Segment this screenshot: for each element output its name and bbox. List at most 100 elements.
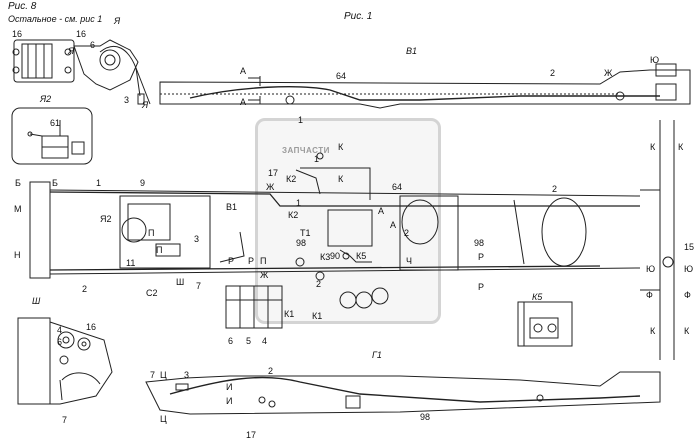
view-ya2-title: Я2 bbox=[40, 94, 52, 104]
section-mark-k: К bbox=[684, 326, 690, 336]
callout-16: 16 bbox=[12, 29, 23, 39]
section-mark-i: И bbox=[226, 396, 233, 406]
callout-9: 9 bbox=[140, 178, 146, 188]
callout-98: 98 bbox=[474, 238, 485, 248]
callout-64: 64 bbox=[392, 182, 403, 192]
callout-7: 7 bbox=[196, 281, 202, 291]
callout-1: 1 bbox=[314, 154, 320, 164]
section-mark-a: А bbox=[240, 97, 247, 107]
callout-1: 1 bbox=[296, 198, 302, 208]
view-sh-title: Ш bbox=[32, 296, 41, 306]
callout-16: 16 bbox=[86, 322, 97, 332]
section-ya-mark: Я bbox=[142, 100, 149, 110]
bottom-frame-rail bbox=[145, 371, 661, 415]
callout-4: 4 bbox=[262, 336, 268, 346]
top-frame-rail bbox=[159, 63, 691, 109]
section-mark-sh: Ш bbox=[176, 277, 185, 287]
section-mark-s2: С2 bbox=[146, 288, 158, 298]
view-ya2-mark: Я2 bbox=[100, 214, 112, 224]
fig8-note: Остальное - см. рис 1 bbox=[8, 14, 103, 24]
section-mark-n: Н bbox=[14, 250, 21, 260]
section-mark-k2: К2 bbox=[286, 174, 297, 184]
view-ya2-drawing bbox=[11, 107, 93, 165]
section-mark-k3: К3 bbox=[320, 252, 331, 262]
section-mark-yu: Ю bbox=[684, 264, 694, 274]
k5-inset bbox=[517, 301, 573, 347]
callout-4: 4 bbox=[57, 325, 63, 335]
section-mark-k: К bbox=[650, 326, 656, 336]
callout-3: 3 bbox=[194, 234, 200, 244]
watermark-badge bbox=[255, 118, 441, 324]
section-mark-zh: Ж bbox=[604, 68, 613, 78]
watermark-text: ЗАПЧАСТИ bbox=[282, 146, 330, 155]
main-chassis bbox=[29, 120, 675, 360]
view-k5-title: К5 bbox=[532, 292, 543, 302]
view-sh-drawing bbox=[17, 317, 113, 405]
section-mark-k: К bbox=[338, 174, 344, 184]
view-ya-drawing bbox=[12, 39, 151, 105]
section-mark-k2: К2 bbox=[288, 210, 299, 220]
callout-6: 6 bbox=[90, 40, 96, 50]
section-mark-ts: Ц bbox=[160, 414, 167, 424]
callout-2: 2 bbox=[404, 228, 410, 238]
callout-6: 6 bbox=[228, 336, 234, 346]
section-mark-zh: Ж bbox=[260, 270, 269, 280]
callout-17: 17 bbox=[268, 168, 279, 178]
view-ya-title: Я bbox=[114, 16, 121, 26]
section-mark-r: Р bbox=[228, 256, 235, 266]
callout-2: 2 bbox=[82, 284, 88, 294]
section-mark-b: Б bbox=[52, 178, 58, 188]
section-mark-yu: Ю bbox=[650, 55, 660, 65]
fig8-caption: Рис. 8 bbox=[8, 1, 37, 12]
callout-2: 2 bbox=[550, 68, 556, 78]
section-mark-p: П bbox=[156, 245, 163, 255]
section-mark-k1: К1 bbox=[284, 309, 295, 319]
callout-7: 7 bbox=[62, 415, 68, 425]
section-mark-ts: Ц bbox=[160, 370, 167, 380]
section-mark-a: А bbox=[378, 206, 385, 216]
callout-64: 64 bbox=[336, 71, 347, 81]
section-mark-r: Р bbox=[478, 252, 485, 262]
section-mark-p: П bbox=[148, 228, 155, 238]
callout-90: 90 bbox=[330, 251, 341, 261]
section-mark-m: М bbox=[14, 204, 22, 214]
callout-15: 15 bbox=[684, 242, 695, 252]
section-mark-r: Р bbox=[248, 256, 255, 266]
callout-98: 98 bbox=[420, 412, 431, 422]
callout-1: 1 bbox=[96, 178, 102, 188]
fig1-caption: Рис. 1 bbox=[344, 11, 373, 22]
callout-1: 1 bbox=[298, 115, 304, 125]
section-ya-mark: Я bbox=[68, 46, 75, 56]
section-mark-f: Ф bbox=[684, 290, 691, 300]
section-mark-r: Р bbox=[478, 282, 485, 292]
callout-61: 61 bbox=[50, 118, 61, 128]
section-mark-t1: Т1 bbox=[300, 228, 311, 238]
view-g1-title: Г1 bbox=[372, 350, 382, 360]
section-mark-k5: К5 bbox=[356, 251, 367, 261]
section-mark-k: К bbox=[338, 142, 344, 152]
view-v1-mark: В1 bbox=[226, 202, 238, 212]
section-mark-k1: К1 bbox=[312, 311, 323, 321]
callout-2: 2 bbox=[316, 279, 322, 289]
callout-98: 98 bbox=[296, 238, 307, 248]
callout-11: 11 bbox=[126, 258, 136, 268]
section-mark-ch: Ч bbox=[406, 256, 412, 266]
section-mark-f: Ф bbox=[646, 290, 653, 300]
callout-17: 17 bbox=[246, 430, 257, 440]
section-mark-zh: Ж bbox=[266, 182, 275, 192]
callout-3: 3 bbox=[184, 370, 190, 380]
callout-5: 5 bbox=[246, 336, 252, 346]
callout-7: 7 bbox=[150, 370, 156, 380]
callout-6: 6 bbox=[57, 337, 63, 347]
section-mark-i: И bbox=[226, 382, 233, 392]
section-mark-p: П bbox=[260, 256, 267, 266]
callout-16: 16 bbox=[76, 29, 87, 39]
section-mark-k: К bbox=[678, 142, 684, 152]
section-mark-yu: Ю bbox=[646, 264, 656, 274]
callout-3: 3 bbox=[124, 95, 130, 105]
callout-2: 2 bbox=[552, 184, 558, 194]
section-mark-b: Б bbox=[15, 178, 21, 188]
section-mark-a: А bbox=[240, 66, 247, 76]
